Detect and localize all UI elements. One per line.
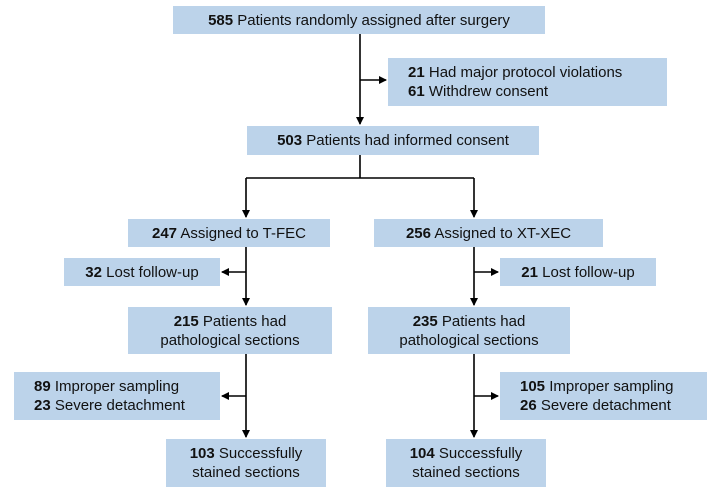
- excluded-protocol-text: Had major protocol violations: [428, 64, 623, 81]
- xtxec-lost-box: 21 Lost follow-up: [500, 258, 656, 286]
- consented-box: 503 Patients had informed consent: [247, 126, 539, 155]
- tfec-stained-box: 103 Successfully stained sections: [166, 439, 326, 487]
- tfec-lost-text: Lost follow-up: [106, 263, 199, 281]
- xtxec-assigned-text: Assigned to XT-XEC: [434, 224, 572, 242]
- consented-count: 503: [277, 132, 303, 149]
- tfec-assigned-box: 247 Assigned to T-FEC: [128, 219, 330, 247]
- xtxec-assigned-box: 256 Assigned to XT-XEC: [374, 219, 603, 247]
- xtxec-lost-count: 21: [521, 263, 538, 281]
- xtxec-assigned-count: 256: [405, 224, 431, 242]
- consented-text: Patients had informed consent: [306, 132, 509, 149]
- tfec-stained-line1: Successfully: [218, 445, 303, 462]
- xtxec-improper-count: 105: [520, 378, 546, 395]
- xtxec-sections-line1: Patients had: [441, 312, 526, 330]
- xtxec-lost-text: Lost follow-up: [542, 263, 635, 281]
- tfec-detachment-count: 23: [34, 397, 51, 414]
- xtxec-stained-line1: Successfully: [438, 445, 523, 462]
- excluded-box: 21 Had major protocol violations 61 With…: [388, 58, 667, 106]
- randomized-text: Patients randomly assigned after surgery: [237, 11, 510, 29]
- xtxec-stained-line2: stained sections: [412, 464, 520, 481]
- xtxec-detachment-text: Severe detachment: [540, 397, 671, 414]
- tfec-exclusions-box: 89 Improper sampling 23 Severe detachmen…: [14, 372, 220, 420]
- xtxec-stained-count: 104: [409, 445, 435, 462]
- tfec-lost-box: 32 Lost follow-up: [64, 258, 220, 286]
- tfec-sections-line1: Patients had: [202, 312, 287, 330]
- tfec-sections-count: 215: [173, 312, 199, 330]
- randomized-box: 585 Patients randomly assigned after sur…: [173, 6, 545, 34]
- xtxec-sections-count: 235: [412, 312, 438, 330]
- xtxec-sections-line2: pathological sections: [399, 331, 539, 349]
- tfec-assigned-count: 247: [152, 224, 178, 242]
- excluded-protocol-count: 21: [408, 64, 425, 81]
- xtxec-stained-box: 104 Successfully stained sections: [386, 439, 546, 487]
- excluded-consent-count: 61: [408, 83, 425, 100]
- tfec-detachment-text: Severe detachment: [54, 397, 185, 414]
- split-line: [246, 155, 474, 179]
- tfec-improper-text: Improper sampling: [54, 378, 180, 395]
- tfec-stained-count: 103: [189, 445, 215, 462]
- xtxec-detachment-count: 26: [520, 397, 537, 414]
- excluded-consent-text: Withdrew consent: [428, 83, 549, 100]
- tfec-assigned-text: Assigned to T-FEC: [180, 224, 306, 242]
- tfec-sections-box: 215 Patients had pathological sections: [128, 307, 332, 354]
- randomized-count: 585: [208, 11, 234, 29]
- tfec-lost-count: 32: [85, 263, 102, 281]
- tfec-stained-line2: stained sections: [192, 464, 300, 481]
- xtxec-sections-box: 235 Patients had pathological sections: [368, 307, 570, 354]
- xtxec-exclusions-box: 105 Improper sampling 26 Severe detachme…: [500, 372, 707, 420]
- tfec-improper-count: 89: [34, 378, 51, 395]
- xtxec-improper-text: Improper sampling: [549, 378, 674, 395]
- tfec-sections-line2: pathological sections: [160, 331, 300, 349]
